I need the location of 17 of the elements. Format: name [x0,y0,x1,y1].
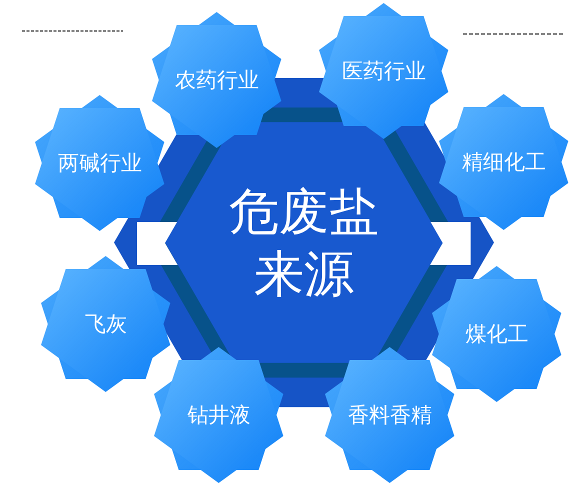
star-badge [432,266,562,402]
star-badge [152,12,282,148]
badge-label: 医药行业 [342,58,426,85]
badge-label: 钻井液 [187,402,250,429]
star-badge [439,94,569,230]
badge-label: 农药行业 [174,67,259,94]
badge-label: 两碱行业 [58,150,142,177]
badge-label: 精细化工 [462,149,546,176]
star-badge [154,347,284,483]
badge-label: 香料香精 [348,402,432,429]
badge-label: 煤化工 [465,321,528,348]
center-label: 危废盐来源 [228,182,380,305]
star-badge [319,3,449,139]
star-badge [41,256,171,392]
star-badge [325,347,455,483]
star-badge [35,95,165,231]
badge-label: 飞灰 [84,311,127,338]
